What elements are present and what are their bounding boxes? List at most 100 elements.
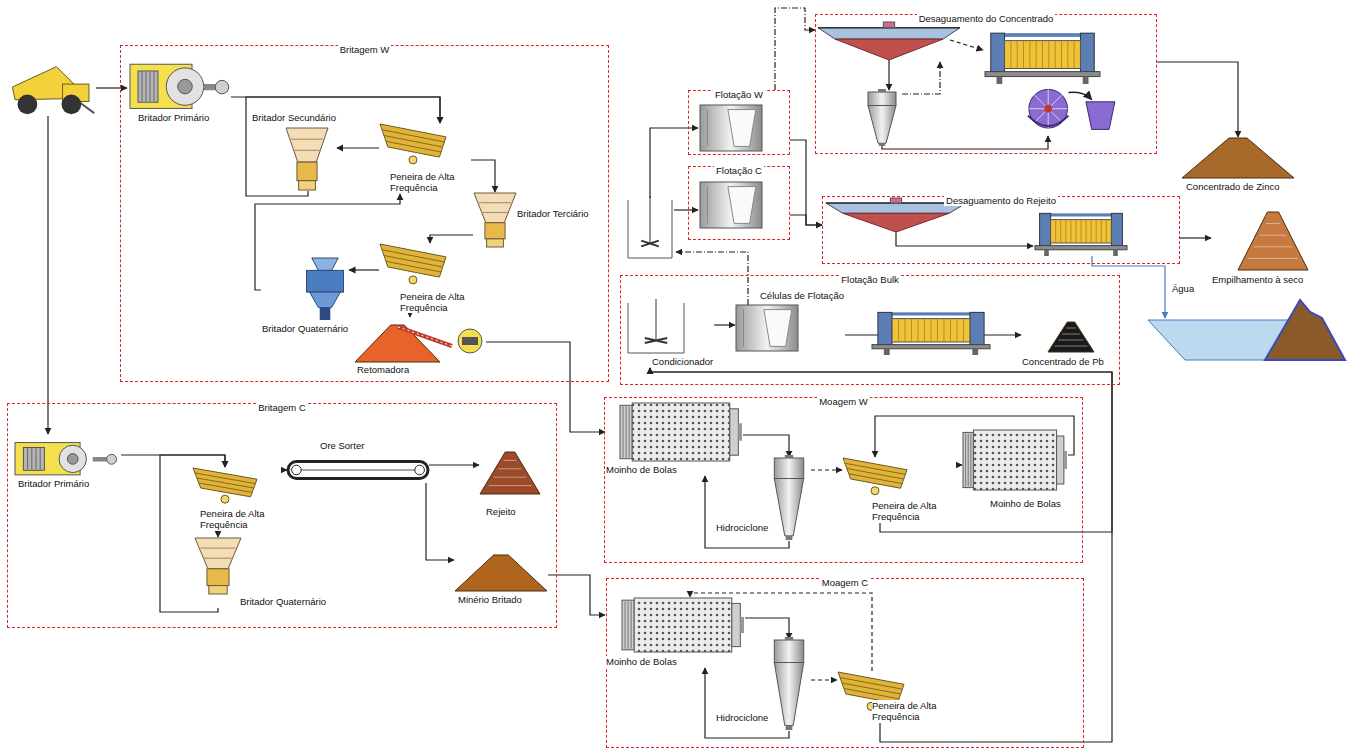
thickener [818,22,960,60]
process-area: Britagem WBritador PrimárioBritador Secu… [120,45,609,382]
mill-head [1057,436,1064,484]
jaw-line [40,448,41,469]
equipment: Hidrociclone [715,457,811,541]
head-line [631,601,632,649]
stockpile [1048,322,1094,352]
equipment: Concentrado de Zinco [1181,137,1295,193]
bowl-line [201,548,236,549]
bowl-line [479,202,511,203]
disc-hub [1044,105,1052,113]
apex [786,726,793,731]
head-line [623,406,624,457]
flow-connector [471,160,495,192]
feed-line [674,209,698,210]
plate-line [1065,220,1066,243]
equipment: Moinho de Bolas [962,429,1068,510]
pile-layer [1248,258,1298,259]
agitated-tank [628,196,672,258]
hub [67,454,78,465]
plate-line [1075,220,1076,243]
motor-pulley [107,454,117,464]
jaw-line [31,448,32,469]
area-title: Desaguamento do Concentrado [917,13,1056,24]
filter-press [872,312,990,355]
disc-trough [1028,116,1069,126]
press-leg [1083,77,1089,84]
overflow-line [902,62,940,94]
jaw-line [150,72,151,101]
cake-bin [1086,102,1115,130]
equipment: Peneira de Alta Frequência [837,671,957,723]
crusher-bowl [195,538,241,569]
cell-box [700,105,762,151]
wheel [18,95,38,115]
mill-shell [632,403,730,461]
cell-launder [728,110,756,147]
flywheel [166,68,203,105]
cyclone-body [774,640,803,663]
equipment-label: Britador Primário [138,112,209,123]
jaw-line [27,448,28,469]
plate-line [1036,41,1037,69]
stockpile [480,452,540,494]
plate-line [1061,41,1062,69]
equipment: Empilhamento à seco [1211,211,1309,286]
roller [415,465,425,475]
vsi-cone [310,292,341,308]
reclaimer-boom [398,327,452,346]
equipment: Hidrociclone [715,639,811,731]
wheel [62,95,82,115]
froth-line [676,252,748,305]
flow-connector [1180,237,1211,238]
roller [292,465,302,475]
plate-line [1067,41,1068,69]
equipment: Peneira de Alta Frequência [379,243,481,314]
process-area: Flotação C [688,166,790,240]
equipment-label: Peneira de Alta Frequência [200,508,284,530]
label-holder: Água [1172,283,1194,294]
hydrocyclone [868,89,896,146]
stockpile [455,555,547,591]
equipment-label: Britador Quaternário [262,323,348,334]
area-title: Moagem C [820,577,870,588]
crusher-jaw [138,71,158,102]
process-area: Flotação BulkCondicionadorCélulas de Flo… [620,275,1120,385]
agitator-shaft [656,299,657,341]
screen-stripe [195,473,255,484]
process-area: Moagem C Moinho de BolasHidrociclone Penei… [606,578,1084,748]
plate-line [950,319,951,342]
pile-shape [1238,212,1308,270]
stockpile [1238,212,1308,270]
hydrocyclone [774,637,803,730]
equipment: Ore Sorter [287,439,429,483]
vibrating-screen [380,244,446,284]
press-beam [991,33,1095,37]
thickener-cone [835,39,943,60]
equipment-label: Condicionador [652,356,713,367]
screen-deck [380,124,446,157]
crusher-bowl [286,128,328,162]
plate-line [1101,220,1102,243]
equipment: Condicionador [627,302,714,368]
equipment-label: Concentrado de Pb [1022,356,1104,367]
cone-crusher [474,193,516,247]
screen-stripe [847,469,904,480]
plate-line [905,319,906,342]
equipment: Minério Britado [454,554,548,606]
flow-connector [121,455,225,467]
vortex-finder [785,455,793,458]
cell-launder [764,310,792,347]
equipment-label: Concentrado de Zinco [1186,181,1279,192]
mill-head [963,432,973,487]
pile-layer [1062,334,1079,335]
agitator-blade [641,241,659,247]
thickener-cone [843,213,949,232]
crusher-base [209,586,227,594]
equipment: Peneira de Alta Frequência [192,467,285,531]
equipment: Peneira de Alta Frequência [379,123,471,194]
jaw-crusher [15,443,117,475]
mill-head [622,600,634,650]
crusher-base [299,181,316,190]
equipment: Moinho de Bolas [605,597,745,668]
plate-line [1048,41,1049,69]
